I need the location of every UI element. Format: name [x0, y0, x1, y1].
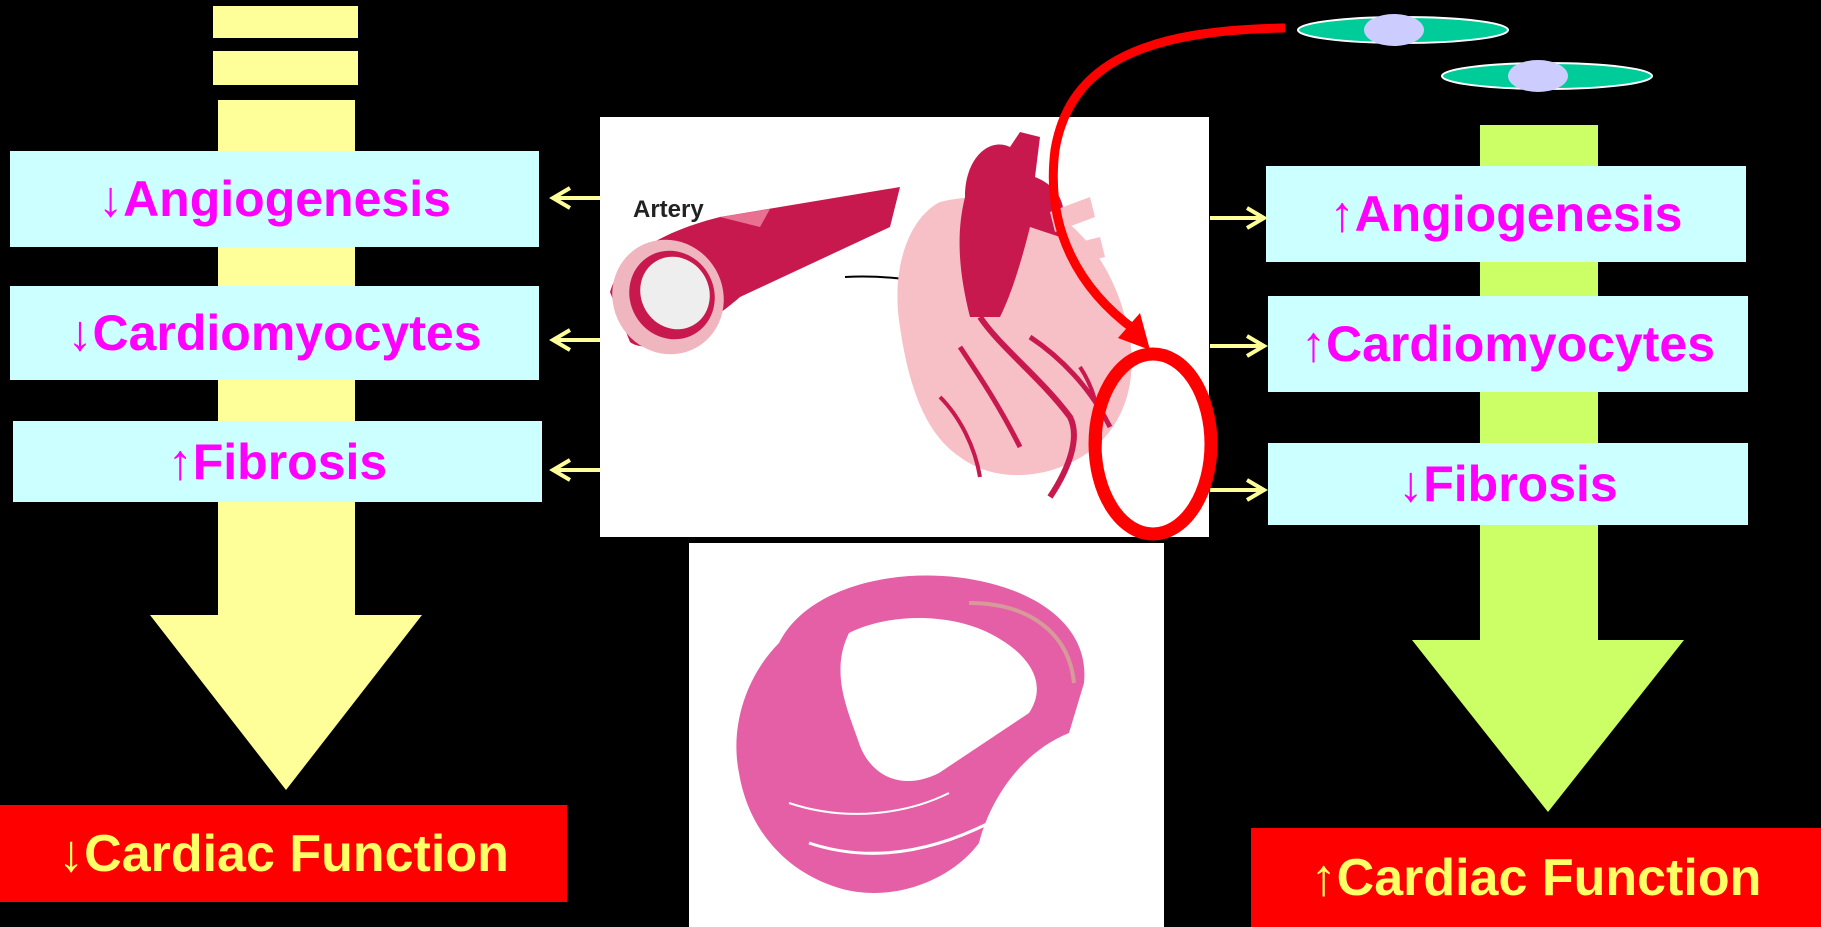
stem-cell-1	[1296, 12, 1510, 48]
injection-curve-arrow	[1053, 28, 1285, 330]
target-highlight-circle	[1095, 354, 1211, 534]
stem-cell-2	[1440, 58, 1654, 94]
